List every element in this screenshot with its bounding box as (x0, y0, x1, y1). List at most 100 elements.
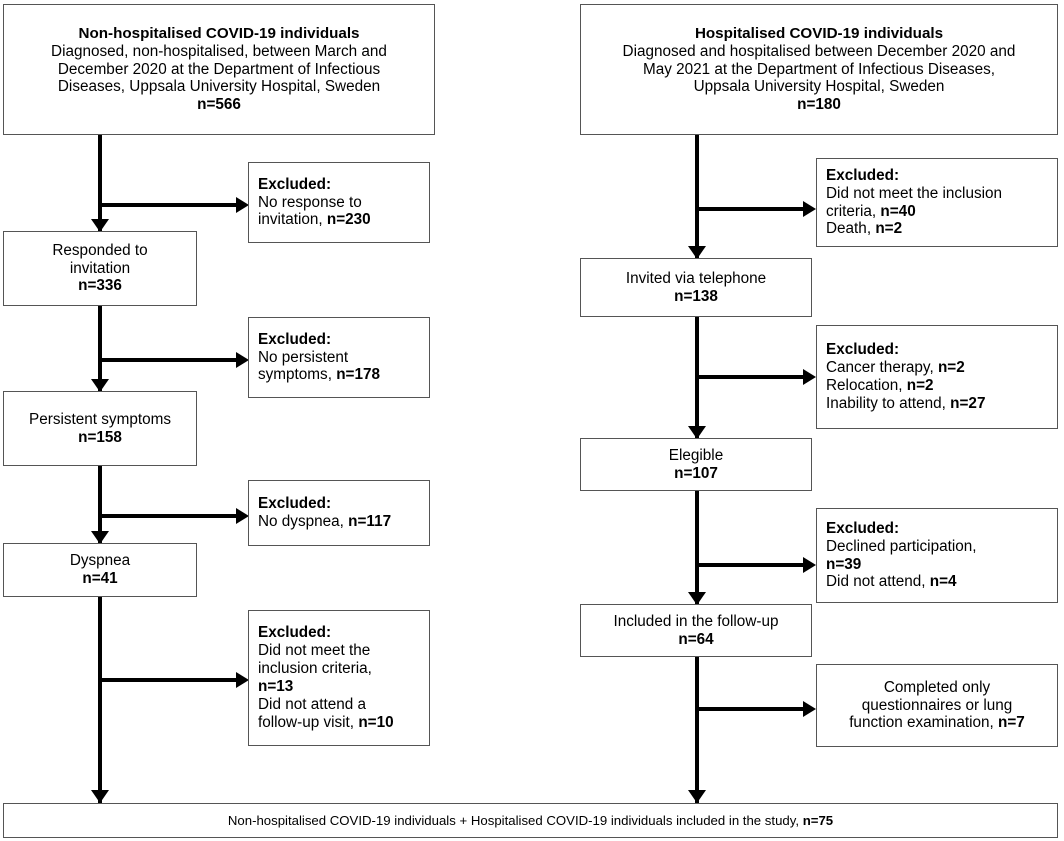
right-excl1-line3: Death, n=2 (826, 220, 903, 238)
right-branch4-line (695, 707, 810, 711)
left-trunk-arrow-to-footer (91, 790, 109, 803)
right-header-count: n=180 (797, 96, 841, 114)
right-note1-line2: questionnaires or lung (861, 696, 1013, 714)
left-excl3-line1: No dyspnea, n=117 (258, 513, 392, 530)
right-note-box-1: Completed only questionnaires or lung fu… (816, 664, 1058, 747)
left-excl4-line1: Did not meet the (258, 642, 371, 660)
left-branch1-line (98, 203, 243, 207)
left-header-line2: December 2020 at the Department of Infec… (57, 60, 381, 78)
left-branch4-line (98, 678, 243, 682)
left-step3-count: n=41 (82, 570, 118, 587)
right-step1-count: n=138 (674, 287, 718, 305)
right-excl3-title: Excluded: (826, 519, 900, 537)
left-excl3-n1: n=117 (348, 513, 392, 530)
footer-summary-text: Non-hospitalised COVID-19 individuals + … (227, 812, 834, 828)
right-step1-arrow (688, 246, 706, 259)
left-branch1-arrow (236, 196, 249, 213)
right-branch3-arrow (803, 556, 816, 573)
right-excluded-box-2: Excluded: Cancer therapy, n=2 Relocation… (816, 325, 1058, 429)
left-step1-line2: invitation (69, 259, 131, 277)
left-excl3-title: Excluded: (258, 495, 332, 513)
right-step3-line1: Included in the follow-up (613, 612, 779, 630)
left-branch3-line (98, 514, 243, 518)
left-step1-count: n=336 (78, 277, 122, 295)
left-excl1-title: Excluded: (258, 175, 332, 193)
right-note1-line1: Completed only (883, 678, 991, 696)
left-step-box-1: Responded to invitation n=336 (3, 231, 197, 306)
left-excluded-box-1: Excluded: No response to invitation, n=2… (248, 162, 430, 243)
left-excluded-box-2: Excluded: No persistent symptoms, n=178 (248, 317, 430, 398)
right-branch2-line (695, 375, 810, 379)
right-excl3-line1: Declined participation, (826, 537, 977, 555)
left-step2-line1: Persistent symptoms (29, 410, 171, 428)
left-trunk-line (98, 135, 102, 803)
left-excl1-line2: invitation, n=230 (258, 211, 371, 229)
right-step-box-3: Included in the follow-up n=64 (580, 604, 812, 657)
left-excl1-n1: n=230 (326, 211, 371, 229)
right-excl1-line2: criteria, n=40 (826, 202, 916, 220)
right-excl3-line2: Did not attend, n=4 (826, 573, 957, 591)
right-excl2-n3: n=27 (950, 394, 986, 412)
left-excl4-title: Excluded: (258, 624, 332, 642)
right-branch1-line (695, 207, 810, 211)
left-header-line1: Diagnosed, non-hospitalised, between Mar… (51, 42, 387, 60)
left-step1-line1: Responded to (52, 241, 148, 259)
right-excl2-line1: Cancer therapy, n=2 (826, 359, 965, 377)
left-header-line3: Diseases, Uppsala University Hospital, S… (57, 78, 381, 96)
right-branch1-arrow (803, 200, 816, 217)
right-excl1-title: Excluded: (826, 166, 900, 184)
right-excl3-n1: n=39 (826, 555, 862, 573)
right-note1-n1: n=7 (998, 714, 1025, 732)
right-step2-count: n=107 (674, 464, 718, 482)
right-step1-line1: Invited via telephone (625, 269, 767, 287)
left-excl4-line4: follow-up visit, n=10 (258, 713, 394, 731)
left-step3-arrow (91, 531, 109, 544)
right-excl1-line1: Did not meet the inclusion (826, 184, 1003, 202)
right-excl2-n1: n=2 (937, 359, 965, 377)
left-excl4-line2: inclusion criteria, (258, 660, 372, 678)
right-note1-line3: function examination, n=7 (849, 714, 1025, 732)
right-step-box-1: Invited via telephone n=138 (580, 258, 812, 317)
right-excl1-n2: n=2 (875, 220, 903, 238)
right-excl2-n2: n=2 (906, 377, 934, 394)
right-branch3-line (695, 563, 810, 567)
right-step3-count: n=64 (678, 630, 714, 648)
left-excl2-line2: symptoms, n=178 (258, 366, 381, 384)
right-header-line3: Uppsala University Hospital, Sweden (693, 78, 945, 96)
left-branch3-arrow (236, 507, 249, 524)
right-branch2-arrow (803, 368, 816, 385)
right-trunk-arrow-to-footer (688, 790, 706, 803)
left-branch2-arrow (236, 351, 249, 368)
left-excl2-line1: No persistent (258, 348, 349, 366)
left-step2-count: n=158 (78, 428, 122, 446)
right-branch4-arrow (803, 700, 816, 717)
left-header-count: n=566 (197, 96, 241, 114)
left-excl4-n1: n=13 (258, 678, 294, 695)
right-header-line1: Diagnosed and hospitalised between Decem… (622, 42, 1016, 60)
right-step-box-2: Elegible n=107 (580, 438, 812, 491)
right-step2-arrow (688, 426, 706, 439)
left-step1-arrow (91, 219, 109, 232)
left-header-title: Non-hospitalised COVID-19 individuals (78, 24, 360, 42)
left-branch2-line (98, 358, 243, 362)
left-header-box: Non-hospitalised COVID-19 individuals Di… (3, 4, 435, 135)
right-excl2-line3: Inability to attend, n=27 (826, 394, 986, 412)
right-header-line2: May 2021 at the Department of Infectious… (642, 60, 995, 78)
left-step2-arrow (91, 379, 109, 392)
left-step3-line1: Dyspnea (69, 552, 131, 570)
left-excl4-line3: Did not attend a (258, 695, 367, 713)
right-excl1-n1: n=40 (880, 202, 916, 220)
right-step3-arrow (688, 592, 706, 605)
footer-count: n=75 (802, 812, 834, 828)
left-step-box-3: Dyspnea n=41 (3, 543, 197, 597)
right-excl2-title: Excluded: (826, 341, 900, 359)
left-excl2-n1: n=178 (336, 366, 381, 384)
right-header-title: Hospitalised COVID-19 individuals (694, 24, 944, 42)
right-header-box: Hospitalised COVID-19 individuals Diagno… (580, 4, 1058, 135)
left-excluded-box-4: Excluded: Did not meet the inclusion cri… (248, 610, 430, 746)
left-excl2-title: Excluded: (258, 330, 332, 348)
left-branch4-arrow (236, 671, 249, 688)
left-excl1-line1: No response to (258, 193, 362, 211)
left-excl4-n2: n=10 (358, 713, 394, 731)
